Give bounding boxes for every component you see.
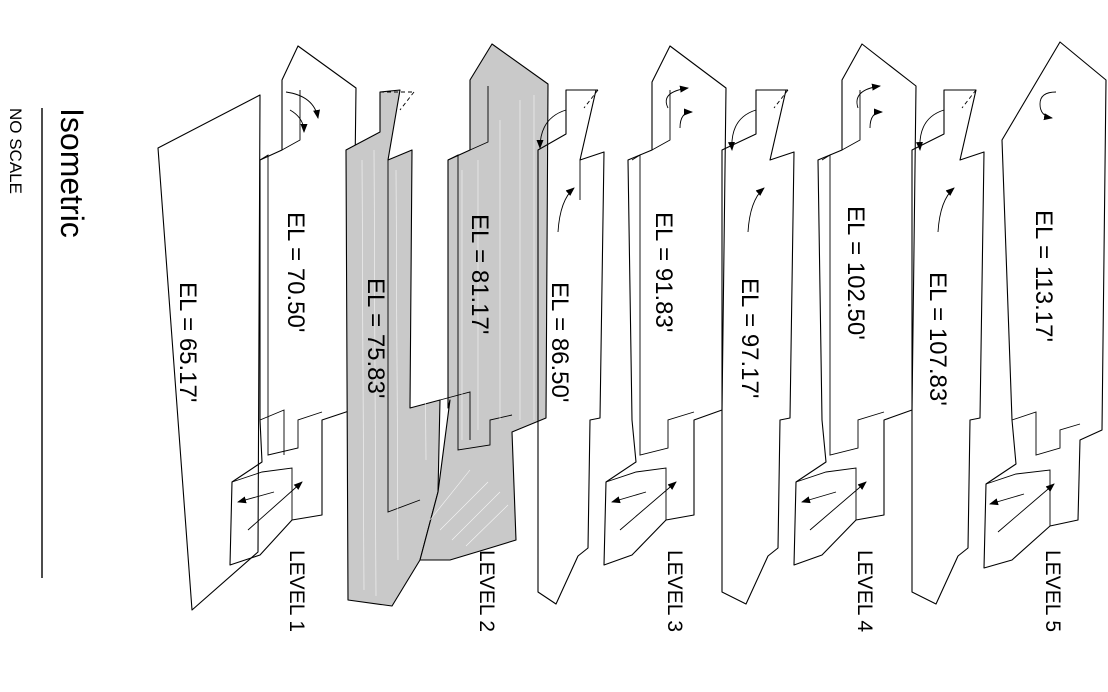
turn-arrow-icon — [869, 108, 883, 129]
turn-arrow-icon — [536, 109, 567, 149]
level-2-left-slab — [345, 89, 441, 607]
level-5-group: EL = 107.83' EL = 113.17' LEVEL 5 — [911, 41, 1107, 632]
down-ramp-arrow-icon — [237, 491, 275, 504]
level-5-right-slab — [983, 41, 1107, 569]
turn-arrow-icon — [937, 187, 955, 233]
level-4-label: LEVEL 4 — [853, 550, 876, 632]
diagram-title: Isometric — [54, 108, 90, 238]
level-1-left-elevation: EL = 65.17' — [174, 282, 201, 402]
level-4-left-elevation: EL = 97.17' — [736, 278, 763, 398]
turn-arrow-icon — [557, 187, 575, 233]
level-5-left-slab — [911, 89, 985, 605]
level-5-right-elevation: EL = 113.17' — [1030, 210, 1057, 342]
title-block: Isometric NO SCALE — [6, 108, 90, 578]
turn-arrow-icon — [728, 109, 757, 151]
level-3-left-slab — [537, 89, 605, 605]
turn-arrow-icon — [285, 91, 321, 119]
up-ramp-arrow-icon — [247, 481, 303, 531]
level-1-label: LEVEL 1 — [285, 550, 308, 632]
level-2-group: EL = 75.83' EL = 81.17' LEVEL 2 — [345, 43, 549, 632]
u-turn-arrow-icon — [1039, 91, 1057, 121]
level-3-right-slab — [603, 45, 727, 566]
turn-arrow-icon — [856, 83, 881, 109]
down-ramp-arrow-icon — [611, 491, 647, 504]
level-1-right-slab — [229, 45, 357, 566]
level-5-left-elevation: EL = 107.83' — [924, 272, 951, 406]
level-3-right-elevation: EL = 91.83' — [650, 212, 677, 332]
level-1-arrows — [237, 91, 321, 531]
level-2-right-slab — [419, 43, 549, 561]
down-ramp-arrow-icon — [989, 493, 1025, 506]
up-ramp-arrow-icon — [997, 483, 1055, 533]
level-4-right-elevation: EL = 102.50' — [842, 206, 869, 340]
level-3-left-elevation: EL = 86.50' — [546, 282, 573, 402]
turn-arrow-icon — [747, 187, 765, 233]
level-4-right-slab — [793, 43, 917, 566]
level-1-group: EL = 65.17' EL = 70.50' LEVEL 1 — [157, 45, 357, 632]
level-2-right-elevation: EL = 81.17' — [466, 214, 493, 334]
level-3-group: EL = 86.50' EL = 91.83' LEVEL 3 — [536, 45, 727, 632]
down-ramp-arrow-icon — [801, 491, 837, 504]
level-4-group: EL = 97.17' EL = 102.50' LEVEL 4 — [721, 43, 917, 632]
level-5-label: LEVEL 5 — [1041, 550, 1064, 632]
up-ramp-arrow-icon — [809, 481, 867, 531]
level-1-left-slab — [157, 94, 261, 611]
level-3-label: LEVEL 3 — [663, 550, 686, 632]
level-1-right-elevation: EL = 70.50' — [282, 212, 309, 332]
up-ramp-arrow-icon — [619, 481, 677, 531]
level-4-left-slab — [721, 89, 795, 605]
turn-arrow-icon — [916, 109, 945, 151]
turn-arrow-icon — [289, 109, 308, 133]
level-5-arrows — [916, 91, 1057, 533]
level-4-arrows — [728, 83, 883, 531]
turn-arrow-icon — [665, 85, 689, 109]
level-3-arrows — [536, 85, 693, 531]
level-2-left-elevation: EL = 75.83' — [362, 278, 389, 398]
level-2-hatch — [361, 95, 535, 597]
scale-note: NO SCALE — [6, 108, 25, 194]
turn-arrow-icon — [679, 108, 693, 129]
level-2-label: LEVEL 2 — [475, 550, 498, 632]
